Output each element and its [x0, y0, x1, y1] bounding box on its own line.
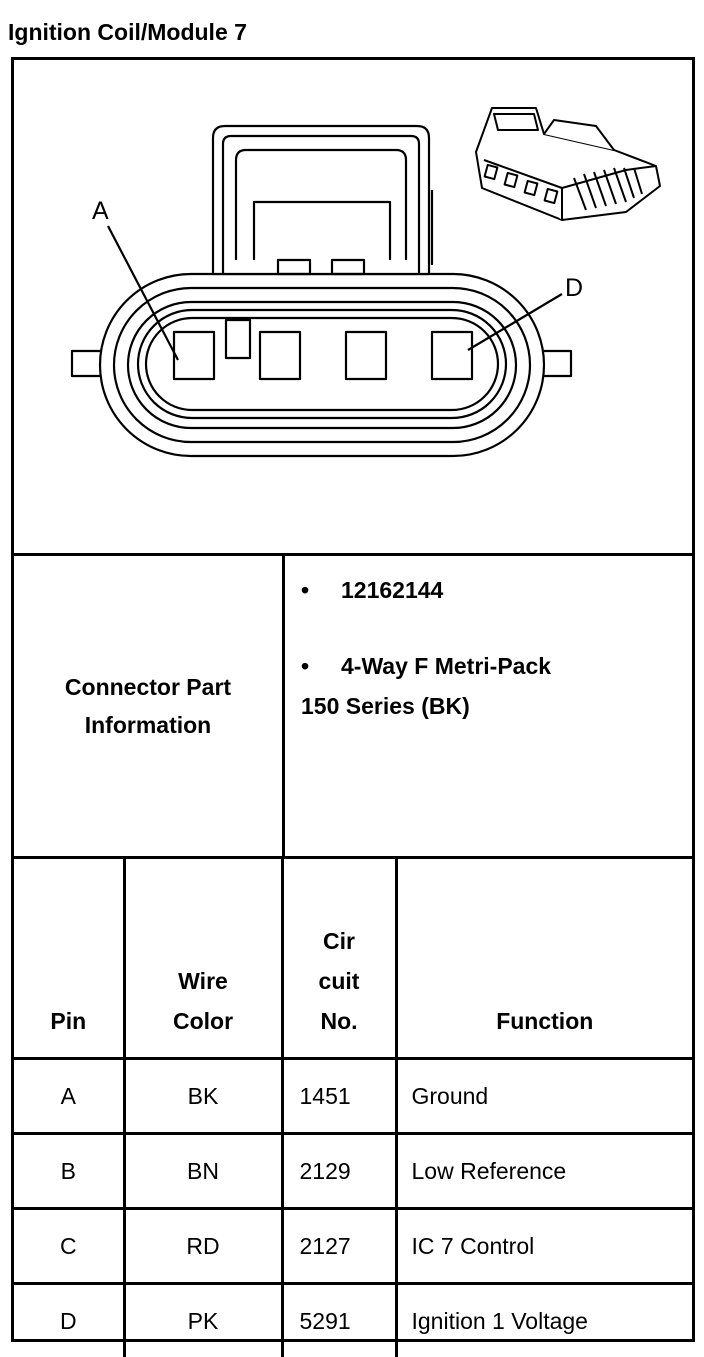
cavity-d [432, 332, 472, 379]
part-number-item: •12162144 [301, 570, 681, 610]
wire-color-cell: BN [124, 1134, 282, 1209]
wire-color-cell: RD [124, 1209, 282, 1284]
left-side-tab [72, 351, 102, 376]
connector-iso-view [476, 108, 660, 220]
connector-description-line2: 150 Series (BK) [301, 686, 681, 726]
function-cell: Low Reference [396, 1134, 692, 1209]
pin-cell: A [14, 1059, 124, 1134]
circuit-cell: 5291 [282, 1284, 396, 1357]
table-row: C RD 2127 IC 7 Control [14, 1209, 692, 1284]
bullet-icon: • [301, 570, 341, 610]
header-circuit-line3: No. [284, 1001, 395, 1041]
connector-part-info-label: Connector Part Information [14, 556, 285, 856]
header-circuit-line1: Cir [284, 921, 395, 961]
connector-part-info: Connector Part Information •12162144 •4-… [14, 556, 692, 859]
circuit-cell: 2127 [282, 1209, 396, 1284]
header-function: Function [396, 859, 692, 1059]
table-row: D PK 5291 Ignition 1 Voltage [14, 1284, 692, 1357]
lock-post-left [278, 260, 310, 274]
page-title: Ignition Coil/Module 7 [8, 14, 247, 50]
header-pin: Pin [14, 859, 124, 1059]
pin-cell: B [14, 1134, 124, 1209]
connector-description-line1: 4-Way F Metri-Pack [341, 653, 551, 679]
function-cell: Ground [396, 1059, 692, 1134]
callout-d: D [565, 274, 583, 302]
table-header-row: Pin Wire Color Cir cuit No. Function [14, 859, 692, 1059]
header-circuit-no: Cir cuit No. [282, 859, 396, 1059]
cavity-c [346, 332, 386, 379]
connector-description-item: •4-Way F Metri-Pack 150 Series (BK) [301, 646, 681, 726]
right-side-tab [541, 351, 571, 376]
function-cell: IC 7 Control [396, 1209, 692, 1284]
connector-illustration: A D [14, 60, 692, 556]
callout-a: A [92, 197, 109, 225]
pin-cell: C [14, 1209, 124, 1284]
cavity-b [260, 332, 300, 379]
table-row: B BN 2129 Low Reference [14, 1134, 692, 1209]
circuit-cell: 1451 [282, 1059, 396, 1134]
pinout-table: Pin Wire Color Cir cuit No. Function A B… [14, 859, 692, 1357]
part-number: 12162144 [341, 577, 443, 603]
info-label-line2: Information [65, 706, 231, 744]
header-circuit-line2: cuit [284, 961, 395, 1001]
function-cell: Ignition 1 Voltage [396, 1284, 692, 1357]
header-wire-color-line2: Color [126, 1001, 281, 1041]
header-wire-color: Wire Color [124, 859, 282, 1059]
circuit-cell: 2129 [282, 1134, 396, 1209]
pin-cell: D [14, 1284, 124, 1357]
lock-tab-outer [213, 126, 429, 274]
polarization-key [226, 320, 250, 358]
info-label-line1: Connector Part [65, 668, 231, 706]
cavity-a [174, 332, 214, 379]
connector-frame: A D Connector Part Information •12162144… [11, 57, 695, 1342]
connector-face-drawing [14, 60, 692, 553]
header-wire-color-line1: Wire [126, 961, 281, 1001]
wire-color-cell: PK [124, 1284, 282, 1357]
wire-color-cell: BK [124, 1059, 282, 1134]
connector-part-details: •12162144 •4-Way F Metri-Pack 150 Series… [285, 556, 692, 856]
lock-post-right [332, 260, 364, 274]
table-row: A BK 1451 Ground [14, 1059, 692, 1134]
bullet-icon: • [301, 646, 341, 686]
